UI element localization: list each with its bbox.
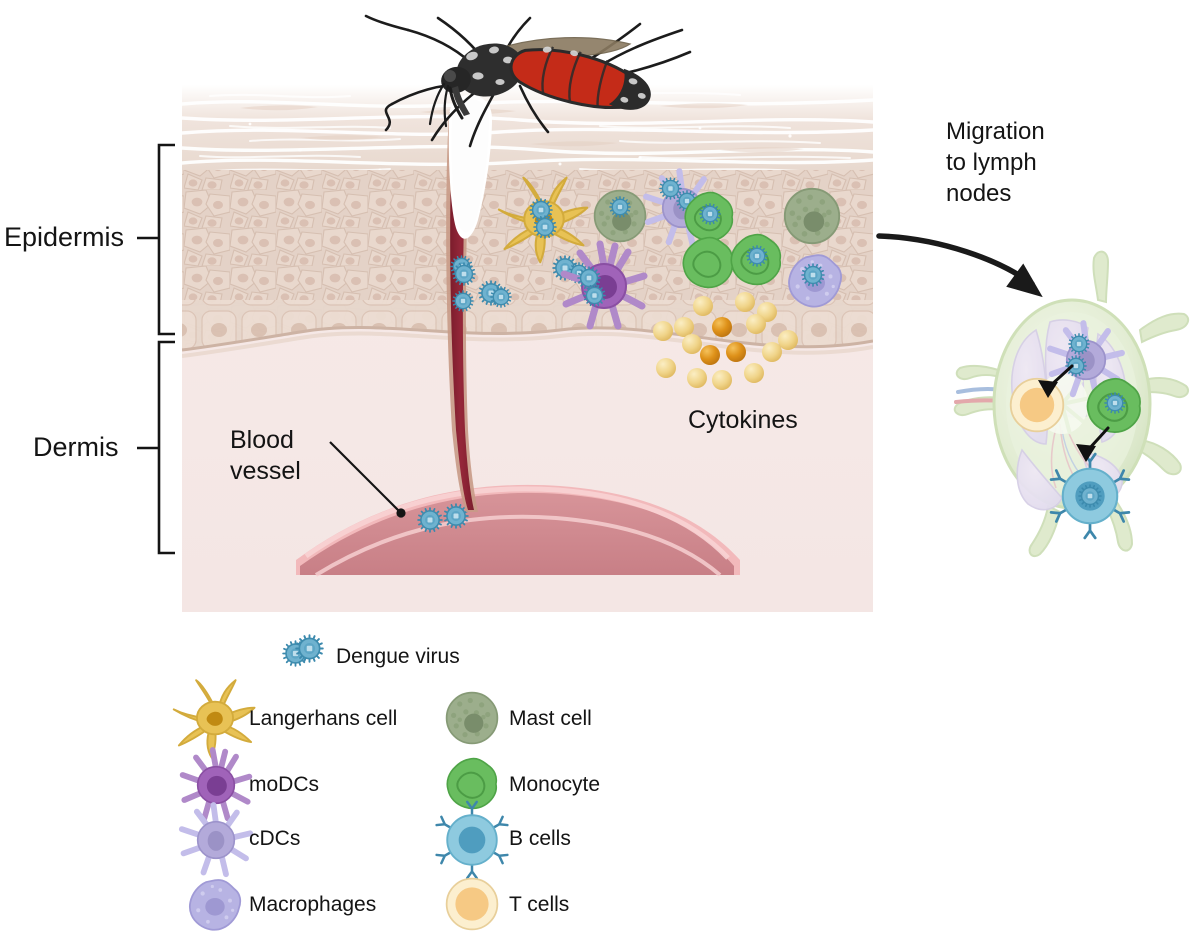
legend-icons	[172, 634, 509, 931]
legend-label-macrophages: Macrophages	[249, 893, 377, 916]
migration-label: Migration to lymph nodes	[946, 118, 1045, 207]
mast-cell	[783, 187, 841, 245]
blood-vessel-label: Blood vessel	[230, 426, 301, 485]
legend-monocyte-icon	[446, 757, 498, 810]
dermis-label: Dermis	[33, 432, 119, 462]
virus-particle	[443, 503, 469, 529]
legend-label-modcs: moDCs	[249, 773, 320, 796]
lymph-node	[953, 250, 1190, 558]
proboscis	[446, 94, 492, 512]
legend-langerhans-cell-icon	[172, 679, 256, 759]
legend-label-monocyte: Monocyte	[509, 773, 601, 796]
mast-cell	[593, 189, 647, 243]
legend-macrophage-icon	[188, 879, 242, 931]
layer-brackets	[137, 143, 175, 555]
cytokines-label: Cytokines	[688, 406, 798, 434]
blood-vessel	[296, 484, 740, 577]
legend-label-b-cells: B cells	[509, 827, 571, 850]
virus-particle	[417, 507, 443, 533]
legend-label-t-cells: T cells	[509, 893, 570, 916]
legend-label-langerhans-cell: Langerhans cell	[249, 707, 398, 730]
skin-panel	[182, 85, 873, 612]
legend-dengue-virus-icon	[282, 634, 324, 667]
virus-particle	[452, 290, 474, 312]
legend-label-cdcs: cDCs	[249, 827, 301, 850]
epidermis-label: Epidermis	[4, 222, 125, 252]
migration-arrow	[876, 233, 1043, 298]
legend-cdc-icon	[182, 805, 250, 874]
legend-t-cell-icon	[445, 877, 499, 931]
cytokine-cluster	[653, 292, 798, 390]
lymph-internal-arrows	[1038, 364, 1110, 462]
legend-label-mast-cell: Mast cell	[509, 707, 592, 730]
legend-label-dengue-virus: Dengue virus	[336, 645, 460, 668]
legend-b-cell-icon	[435, 800, 509, 880]
lymph-t-cell	[1009, 377, 1065, 433]
blood-vessel-leader	[329, 441, 406, 518]
mosquito	[364, 14, 692, 148]
legend-mast-cell-icon	[445, 691, 499, 745]
